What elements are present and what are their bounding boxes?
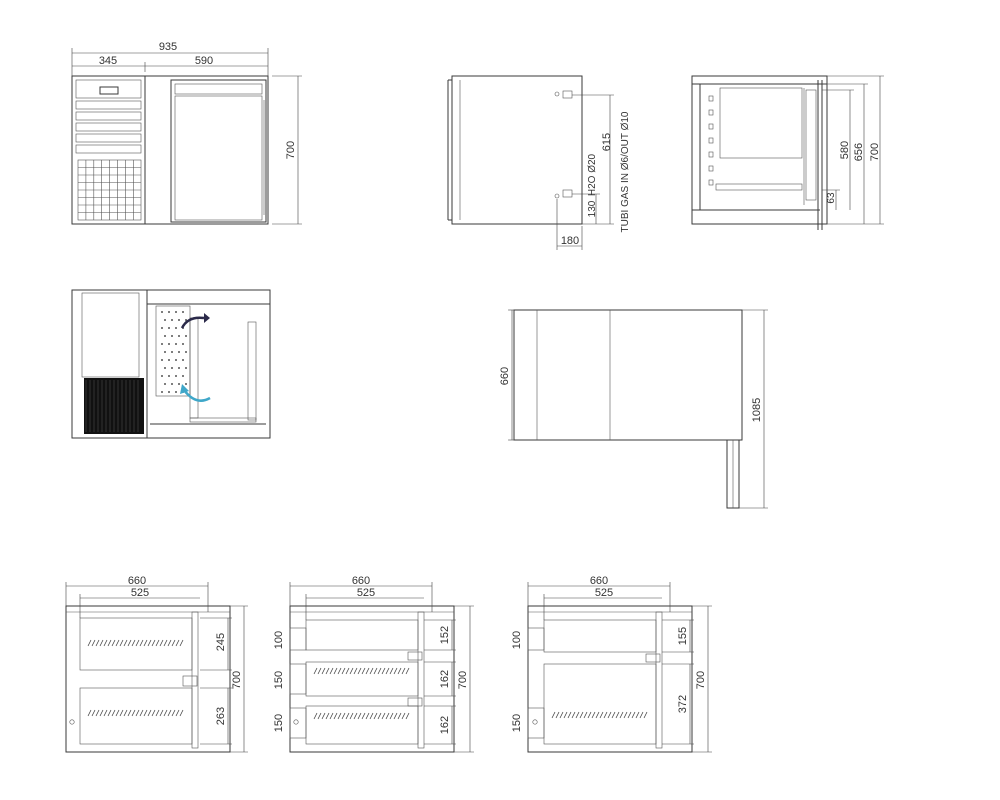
section-view: 580 656 700 63 [691,75,884,230]
dim-drawer1-height: 700 [231,671,243,689]
drawer-view-2: 660 525 100 150 150 152 162 162 700 [273,575,474,753]
dim-drawer3-height: 700 [695,671,707,689]
dim-drawer2-inner: 525 [357,587,375,599]
dim-front-right-width: 590 [195,55,213,67]
dim-drawer1-upper: 245 [215,633,227,651]
dim-side-180: 180 [561,235,579,247]
dim-drawer2-left-3: 150 [273,714,285,732]
dim-drawer2-right-3: 162 [439,716,451,734]
dim-front-total-width: 935 [159,41,177,53]
dim-drawer1-lower: 263 [215,707,227,725]
label-water-connection: H2O Ø20 [587,153,598,196]
dim-drawer2-left-1: 100 [273,631,285,649]
dim-front-left-width: 345 [99,55,117,67]
plan-view: 660 1085 [499,309,768,509]
dim-plan-open-door: 1085 [751,398,763,422]
dim-drawer3-right-2: 372 [677,695,689,713]
dim-drawer1-total: 660 [128,575,146,587]
dim-drawer3-left-2: 150 [511,714,523,732]
dim-drawer2-left-2: 150 [273,671,285,689]
dim-front-height: 700 [285,141,297,159]
dim-section-700: 700 [869,143,881,161]
dim-section-580: 580 [839,141,851,159]
dim-side-615: 615 [601,133,613,151]
internal-airflow-view [71,289,271,439]
dim-drawer2-right-1: 152 [439,626,451,644]
drawer-view-3: 660 525 100 150 155 372 700 [511,575,712,753]
dim-drawer1-inner: 525 [131,587,149,599]
dim-side-130: 130 [587,200,598,217]
dim-section-63: 63 [826,192,837,204]
dim-plan-depth: 660 [499,367,511,385]
side-view: 615 H2O Ø20 130 TUBI GAS IN Ø6/OUT Ø10 1… [447,75,631,250]
dim-drawer2-right-2: 162 [439,670,451,688]
front-view: 935 345 590 700 [71,41,302,225]
dim-drawer2-height: 700 [457,671,469,689]
dim-drawer3-inner: 525 [595,587,613,599]
dim-section-656: 656 [853,143,865,161]
dim-drawer3-right-1: 155 [677,627,689,645]
dim-drawer3-total: 660 [590,575,608,587]
label-gas-tubes: TUBI GAS IN Ø6/OUT Ø10 [620,111,631,232]
cold-air-arrow [183,389,211,402]
dim-drawer3-left-1: 100 [511,631,523,649]
drawer-view-1: 660 525 245 263 700 [65,575,248,753]
warm-air-arrow [180,316,205,329]
dim-drawer2-total: 660 [352,575,370,587]
